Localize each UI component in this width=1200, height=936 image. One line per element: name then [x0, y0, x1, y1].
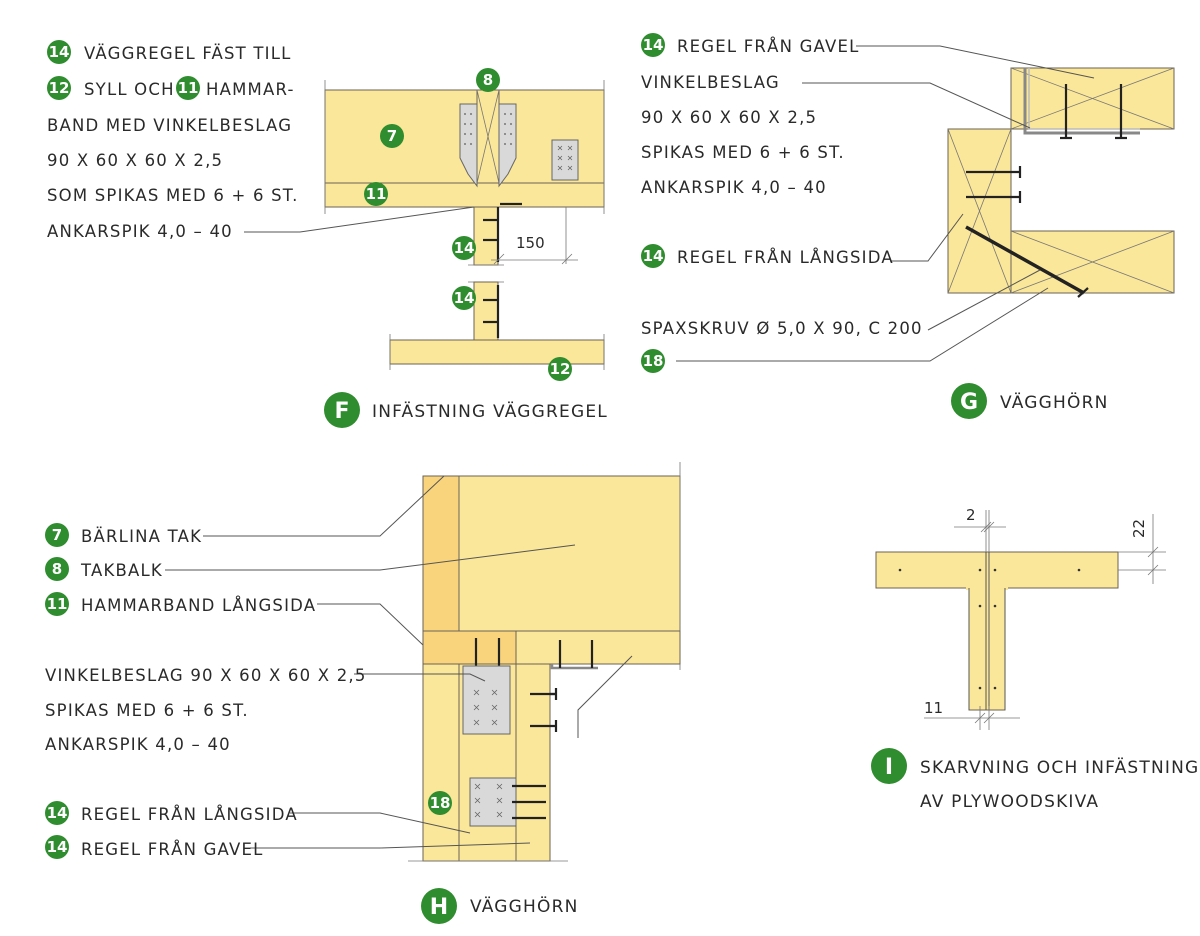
svg-text:VÄGGHÖRN: VÄGGHÖRN: [1000, 391, 1109, 413]
svg-text:REGEL FRÅN LÅNGSIDA: REGEL FRÅN LÅNGSIDA: [81, 805, 298, 824]
svg-text:VÄGGREGEL FÄST TILL: VÄGGREGEL FÄST TILL: [84, 44, 292, 63]
svg-text:VINKELBESLAG: VINKELBESLAG: [641, 73, 780, 92]
f-badge-14-lower: 14: [452, 286, 476, 310]
svg-text:F: F: [334, 399, 349, 424]
svg-text:REGEL FRÅN LÅNGSIDA: REGEL FRÅN LÅNGSIDA: [677, 248, 894, 267]
svg-text:14: 14: [454, 289, 475, 307]
i-title: I SKARVNING OCH INFÄSTNING AV PLYWOODSKI…: [871, 748, 1199, 812]
svg-text:REGEL FRÅN GAVEL: REGEL FRÅN GAVEL: [677, 37, 860, 56]
svg-text:11: 11: [47, 595, 68, 613]
svg-text:TAKBALK: TAKBALK: [80, 561, 163, 580]
h-angle-bracket: [462, 665, 511, 735]
svg-text:ANKARSPIK 4,0 – 40: ANKARSPIK 4,0 – 40: [641, 178, 827, 197]
svg-text:VINKELBESLAG 90 X 60 X 60 X 2,: VINKELBESLAG 90 X 60 X 60 X 2,5: [45, 666, 367, 685]
svg-text:INFÄSTNING VÄGGREGEL: INFÄSTNING VÄGGREGEL: [372, 401, 608, 422]
svg-text:11: 11: [366, 185, 387, 203]
h-badge-18: 18: [428, 791, 452, 815]
svg-text:I: I: [885, 755, 893, 780]
f-dimension-150: 150: [516, 234, 545, 252]
svg-text:VÄGGHÖRN: VÄGGHÖRN: [470, 895, 579, 917]
i-plywood-vertical: [968, 587, 1006, 711]
detail-h: 18 7 BÄRLINA TAK 8 TAKBALK 11 HAMMARBAND…: [45, 462, 681, 924]
svg-text:8: 8: [483, 71, 493, 89]
f-badge-8: 8: [476, 68, 500, 92]
f-angle-bracket: [551, 139, 579, 181]
detail-g: 14 REGEL FRÅN GAVEL VINKELBESLAG 90 X 60…: [641, 33, 1175, 419]
svg-text:SPIKAS MED 6 + 6 ST.: SPIKAS MED 6 + 6 ST.: [641, 143, 845, 162]
f-sill: [389, 339, 605, 365]
i-dimension-2: 2: [966, 506, 976, 524]
i-plywood-horizontal: [875, 551, 1119, 589]
g-spax-screw: [965, 225, 1085, 295]
f-description: 14 VÄGGREGEL FÄST TILL 12 SYLL OCH 11 HA…: [47, 40, 299, 241]
svg-text:HAMMARBAND LÅNGSIDA: HAMMARBAND LÅNGSIDA: [81, 596, 316, 615]
svg-text:SYLL OCH: SYLL OCH: [84, 80, 175, 99]
svg-text:14: 14: [643, 36, 664, 54]
i-dimension-22: 22: [1130, 519, 1148, 538]
svg-text:HAMMAR-: HAMMAR-: [206, 80, 295, 99]
svg-text:12: 12: [49, 79, 70, 97]
svg-text:AV PLYWOODSKIVA: AV PLYWOODSKIVA: [920, 792, 1099, 812]
g-description: 14 REGEL FRÅN GAVEL VINKELBESLAG 90 X 60…: [641, 33, 923, 373]
svg-text:SOM SPIKAS MED 6 + 6 ST.: SOM SPIKAS MED 6 + 6 ST.: [47, 186, 299, 205]
h-title: H VÄGGHÖRN: [421, 888, 579, 924]
f-badge-12: 12: [548, 357, 572, 381]
f-stud-upper: [473, 206, 499, 266]
svg-text:11: 11: [178, 79, 199, 97]
h-top-plate: [422, 630, 517, 665]
svg-text:REGEL FRÅN GAVEL: REGEL FRÅN GAVEL: [81, 840, 264, 859]
g-title: G VÄGGHÖRN: [951, 383, 1109, 419]
detail-i: 2 22 11 I SKARVNING OCH INFÄSTNING AV PL…: [871, 506, 1199, 812]
svg-text:14: 14: [47, 838, 68, 856]
g-angle-bracket: [1023, 68, 1140, 135]
svg-text:7: 7: [52, 526, 62, 544]
svg-text:SPIKAS MED 6 + 6 ST.: SPIKAS MED 6 + 6 ST.: [45, 701, 249, 720]
svg-text:12: 12: [550, 360, 571, 378]
h-screw-plate: [469, 777, 517, 827]
f-title: F INFÄSTNING VÄGGREGEL: [324, 392, 608, 428]
h-description: 7 BÄRLINA TAK 8 TAKBALK 11 HAMMARBAND LÅ…: [45, 523, 367, 859]
h-purlin: [422, 475, 460, 632]
svg-text:18: 18: [430, 794, 451, 812]
svg-text:14: 14: [643, 247, 664, 265]
f-badge-7: 7: [380, 124, 404, 148]
svg-text:BAND MED VINKELBESLAG: BAND MED VINKELBESLAG: [47, 116, 292, 135]
svg-text:ANKARSPIK 4,0 – 40: ANKARSPIK 4,0 – 40: [45, 735, 231, 754]
svg-text:90 X 60 X 60 X 2,5: 90 X 60 X 60 X 2,5: [641, 108, 817, 127]
svg-text:14: 14: [47, 804, 68, 822]
h-top-plate-gable: [515, 630, 681, 665]
h-rafter: [422, 475, 681, 632]
svg-text:SPAXSKRUV Ø 5,0 X 90, C 200: SPAXSKRUV Ø 5,0 X 90, C 200: [641, 319, 923, 338]
svg-text:18: 18: [643, 352, 664, 370]
h-stud-gable: [515, 663, 551, 862]
h-stud-outer: [422, 663, 460, 862]
f-badge-14-upper: 14: [452, 236, 476, 260]
svg-text:14: 14: [454, 239, 475, 257]
i-dimension-11: 11: [924, 699, 943, 717]
f-stud-lower: [473, 281, 499, 341]
svg-text:SKARVNING OCH INFÄSTNING: SKARVNING OCH INFÄSTNING: [920, 757, 1199, 778]
svg-text:ANKARSPIK 4,0 – 40: ANKARSPIK 4,0 – 40: [47, 222, 233, 241]
svg-text:BÄRLINA TAK: BÄRLINA TAK: [81, 527, 202, 546]
svg-text:H: H: [430, 895, 448, 920]
svg-text:90 X 60 X 60 X 2,5: 90 X 60 X 60 X 2,5: [47, 151, 223, 170]
f-badge-11: 11: [364, 182, 388, 206]
svg-text:7: 7: [387, 127, 397, 145]
svg-text:14: 14: [49, 43, 70, 61]
detail-f: 150 8 7 11 14 14 12 14: [47, 40, 608, 428]
svg-text:G: G: [960, 390, 978, 415]
svg-text:8: 8: [52, 560, 62, 578]
